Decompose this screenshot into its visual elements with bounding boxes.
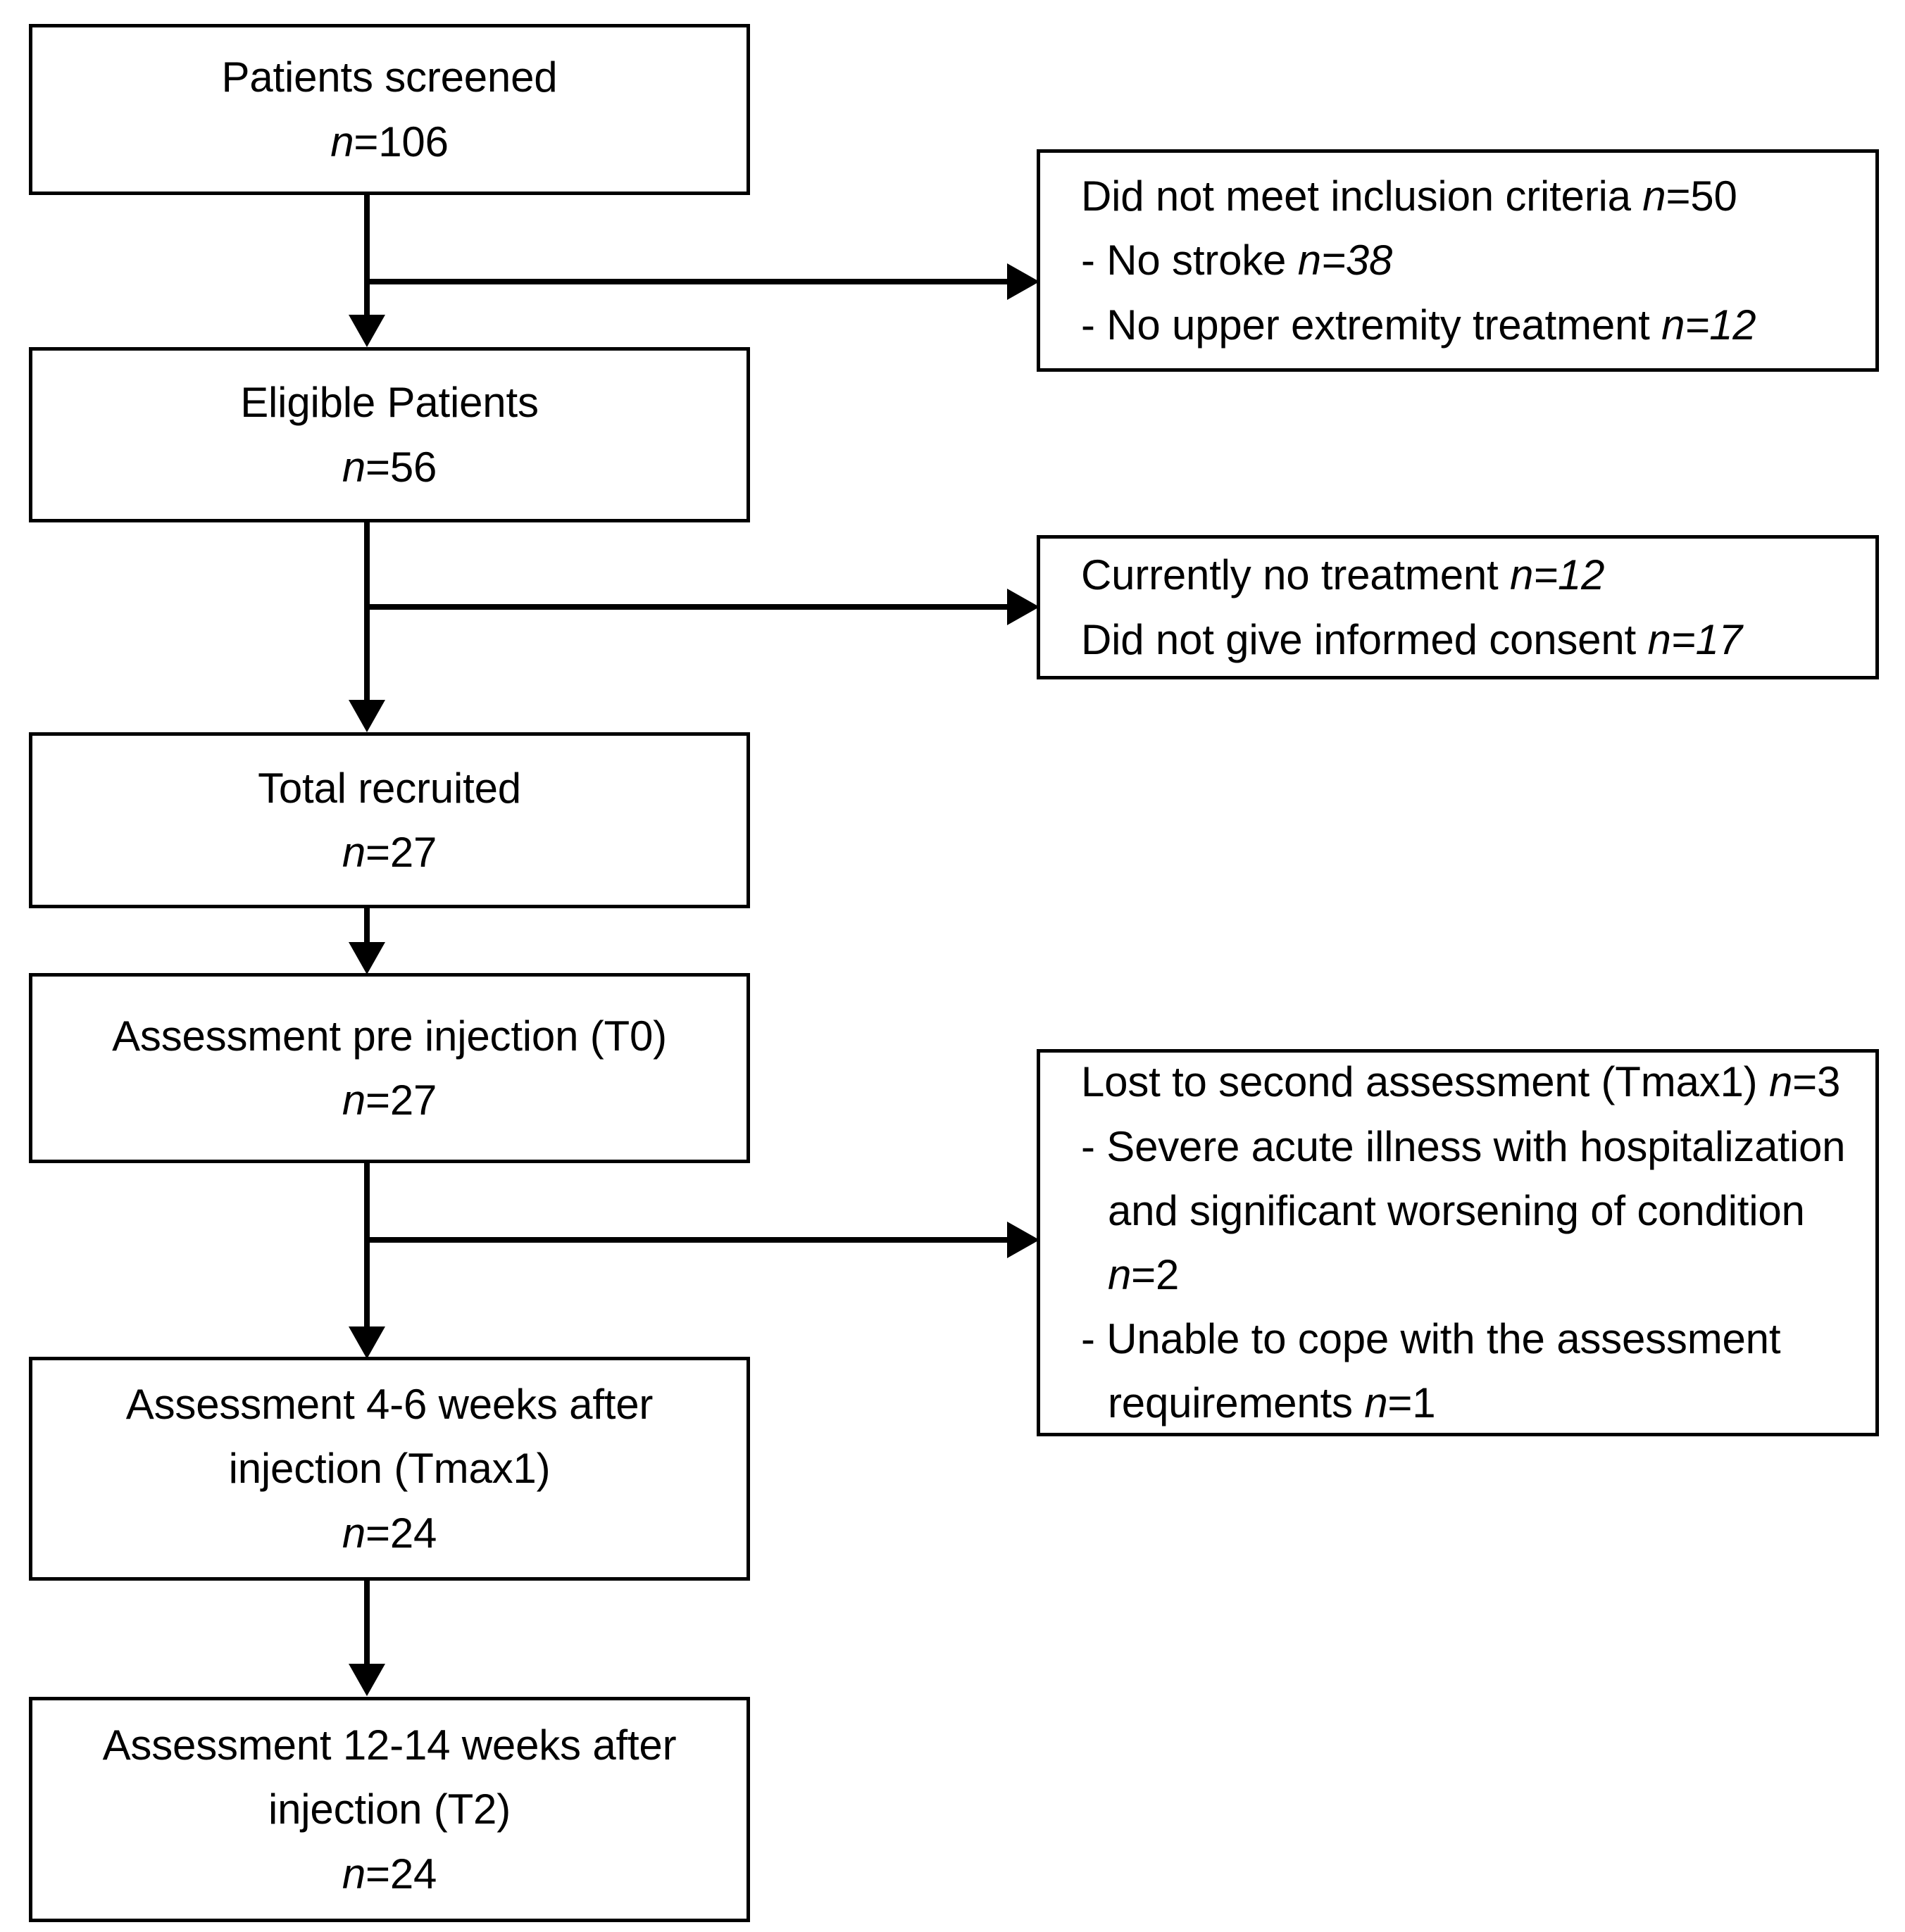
exclusion-box-no-treatment-no-consent: Currently no treatment n=12 Did not give… [1037, 535, 1879, 679]
exclusion-text: - Severe acute illness with hospitalizat… [1081, 1122, 1846, 1234]
n-symbol: n [342, 1509, 366, 1557]
arrowhead-down-t0-to-tmax1 [349, 1326, 385, 1359]
n-value: =38 [1320, 237, 1393, 284]
exclusion-line: Did not meet inclusion criteria n=50 [1040, 164, 1737, 228]
node-assessment-t0: Assessment pre injection (T0) n=27 [29, 973, 750, 1163]
exclusion-text: - No stroke [1081, 237, 1298, 284]
n-symbol: n [342, 829, 366, 876]
exclusion-text: Lost to second assessment (Tmax1) [1081, 1058, 1769, 1106]
exclusion-text: Did not meet inclusion criteria [1081, 172, 1643, 220]
node-patients-screened: Patients screened n=106 [29, 24, 750, 195]
node-total-recruited: Total recruited n=27 [29, 732, 750, 908]
n-value: =12 [1685, 301, 1756, 349]
exclusion-box-not-meet-inclusion: Did not meet inclusion criteria n=50 - N… [1037, 149, 1879, 372]
n-symbol: n [342, 443, 366, 491]
arrowhead-down-recruited-to-t0 [349, 942, 385, 974]
n-value: =2 [1131, 1251, 1180, 1298]
node-label-line2: injection (Tmax1) [228, 1445, 551, 1493]
node-count: n=106 [330, 110, 449, 174]
n-symbol: n [1661, 301, 1685, 349]
exclusion-line: - Unable to cope with the assessment req… [1040, 1307, 1875, 1435]
n-value: =50 [1666, 172, 1737, 220]
node-label: Patients screened [221, 54, 558, 101]
n-symbol: n [1297, 237, 1321, 284]
n-symbol: n [330, 118, 354, 165]
n-value: =12 [1533, 551, 1605, 599]
exclusion-line: - No stroke n=38 [1040, 228, 1392, 292]
connector-t0-to-exclusion-3 [364, 1237, 1019, 1243]
n-value: =27 [365, 829, 437, 876]
exclusion-line: Lost to second assessment (Tmax1) n=3 [1040, 1050, 1840, 1114]
exclusion-box-lost-to-second-assessment: Lost to second assessment (Tmax1) n=3 - … [1037, 1049, 1879, 1436]
n-value: =106 [354, 118, 449, 165]
n-value: =1 [1387, 1379, 1436, 1427]
arrowhead-down-tmax1-to-t2 [349, 1664, 385, 1696]
node-label-line1: Assessment 12-14 weeks after [102, 1721, 677, 1769]
node-eligible-patients: Eligible Patients n=56 [29, 347, 750, 522]
exclusion-line: - No upper extremity treatment n=12 [1040, 293, 1756, 357]
node-count: n=24 [342, 1501, 437, 1565]
n-value: =24 [365, 1850, 437, 1898]
exclusion-text: - Unable to cope with the assessment req… [1081, 1315, 1781, 1427]
node-label-line2: injection (T2) [268, 1786, 511, 1833]
connector-eligible-to-exclusion-2 [364, 604, 1019, 610]
connector-t0-to-tmax1 [364, 1163, 370, 1331]
node-count: n=27 [342, 820, 437, 884]
n-symbol: n [342, 1077, 366, 1124]
n-symbol: n [1647, 615, 1671, 663]
n-symbol: n [1510, 551, 1534, 599]
n-symbol: n [1364, 1379, 1388, 1427]
node-label: Total recruited [258, 764, 521, 812]
exclusion-text: Did not give informed consent [1081, 615, 1648, 663]
exclusion-text: Currently no treatment [1081, 551, 1510, 599]
n-value: =56 [365, 443, 437, 491]
arrowhead-down-screened-to-eligible [349, 315, 385, 347]
connector-eligible-to-recruited [364, 522, 370, 703]
exclusion-text: - No upper extremity treatment [1081, 301, 1662, 349]
connector-screened-to-exclusion-1 [364, 279, 1019, 284]
n-symbol: n [1108, 1251, 1132, 1298]
connector-recruited-to-t0 [364, 908, 370, 945]
node-count: n=27 [342, 1068, 437, 1132]
n-symbol: n [1642, 172, 1666, 220]
node-label: Assessment pre injection (T0) [112, 1012, 667, 1060]
exclusion-line: Currently no treatment n=12 [1040, 543, 1605, 607]
n-value: =24 [365, 1509, 437, 1557]
exclusion-line: Did not give informed consent n=17 [1040, 608, 1742, 672]
node-label-line1: Assessment 4-6 weeks after [125, 1381, 654, 1429]
arrowhead-down-eligible-to-recruited [349, 700, 385, 732]
n-value: =27 [365, 1077, 437, 1124]
node-count: n=56 [342, 435, 437, 499]
n-value: =17 [1670, 615, 1742, 663]
node-label: Eligible Patients [240, 379, 539, 427]
arrowhead-right-to-exclusion-1 [1007, 263, 1039, 300]
node-assessment-tmax1: Assessment 4-6 weeks after injection (Tm… [29, 1357, 750, 1581]
node-assessment-t2: Assessment 12-14 weeks after injection (… [29, 1697, 750, 1922]
node-count: n=24 [342, 1842, 437, 1906]
n-value: =3 [1792, 1058, 1841, 1106]
connector-screened-to-eligible [364, 195, 370, 318]
n-symbol: n [342, 1850, 366, 1898]
connector-tmax1-to-t2 [364, 1581, 370, 1667]
arrowhead-right-to-exclusion-3 [1007, 1222, 1039, 1258]
exclusion-line: - Severe acute illness with hospitalizat… [1040, 1115, 1875, 1307]
arrowhead-right-to-exclusion-2 [1007, 589, 1039, 625]
n-symbol: n [1768, 1058, 1793, 1106]
